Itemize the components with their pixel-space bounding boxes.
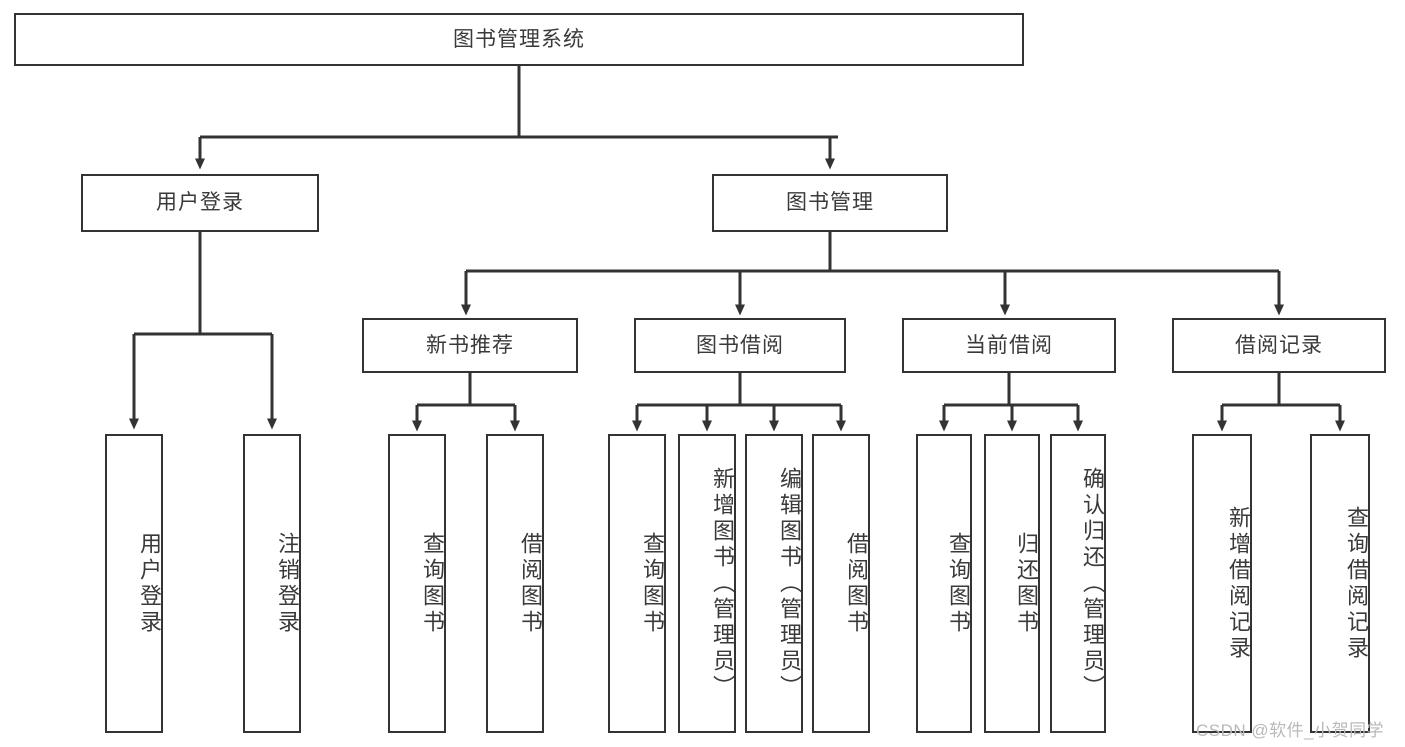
- node-label: 新增图书（管理员）: [710, 466, 735, 701]
- node-label: 编辑图书（管理员）: [777, 466, 802, 701]
- node-label: 借阅记录: [1235, 333, 1323, 357]
- node-leaf-borrow-book-borrow[interactable]: 借阅图书: [812, 434, 870, 733]
- node-leaf-add-borrow-record[interactable]: 新增借阅记录: [1192, 434, 1252, 733]
- node-leaf-add-book-admin[interactable]: 新增图书（管理员）: [678, 434, 736, 733]
- node-borrow-record[interactable]: 借阅记录: [1172, 318, 1386, 373]
- node-book-management[interactable]: 图书管理: [712, 174, 948, 232]
- node-label: 图书管理: [786, 191, 874, 215]
- node-label: 用户登录: [137, 531, 162, 636]
- csdn-watermark: CSDN @软件_小贺同学: [1196, 721, 1385, 740]
- node-book-borrow[interactable]: 图书借阅: [634, 318, 846, 373]
- node-leaf-query-book-borrow[interactable]: 查询图书: [608, 434, 666, 733]
- node-label: 查询借阅记录: [1344, 505, 1369, 662]
- node-label: 图书管理系统: [453, 27, 585, 51]
- node-leaf-user-login[interactable]: 用户登录: [105, 434, 163, 733]
- node-leaf-query-borrow-record[interactable]: 查询借阅记录: [1310, 434, 1370, 733]
- node-leaf-logout-login[interactable]: 注销登录: [243, 434, 301, 733]
- node-label: 借阅图书: [518, 531, 543, 636]
- node-user-login[interactable]: 用户登录: [81, 174, 319, 232]
- node-label: 新增借阅记录: [1226, 505, 1251, 662]
- node-label: 归还图书: [1014, 531, 1039, 636]
- node-new-book-recommend[interactable]: 新书推荐: [362, 318, 578, 373]
- node-label: 注销登录: [275, 531, 300, 636]
- node-label: 查询图书: [420, 531, 445, 636]
- node-label: 图书借阅: [696, 333, 784, 357]
- node-label: 确认归还（管理员）: [1080, 466, 1105, 701]
- node-leaf-edit-book-admin[interactable]: 编辑图书（管理员）: [745, 434, 803, 733]
- node-leaf-confirm-return-admin[interactable]: 确认归还（管理员）: [1050, 434, 1106, 733]
- node-label: 查询图书: [946, 531, 971, 636]
- node-leaf-borrow-book-recommend[interactable]: 借阅图书: [486, 434, 544, 733]
- node-book-management-system[interactable]: 图书管理系统: [14, 13, 1024, 66]
- node-label: 借阅图书: [844, 531, 869, 636]
- node-label: 查询图书: [640, 531, 665, 636]
- node-current-borrow[interactable]: 当前借阅: [902, 318, 1116, 373]
- node-label: 当前借阅: [965, 333, 1053, 357]
- node-label: 新书推荐: [426, 333, 514, 357]
- node-leaf-return-book[interactable]: 归还图书: [984, 434, 1040, 733]
- node-leaf-query-book-current[interactable]: 查询图书: [916, 434, 972, 733]
- node-leaf-query-book-recommend[interactable]: 查询图书: [388, 434, 446, 733]
- node-label: 用户登录: [156, 191, 244, 215]
